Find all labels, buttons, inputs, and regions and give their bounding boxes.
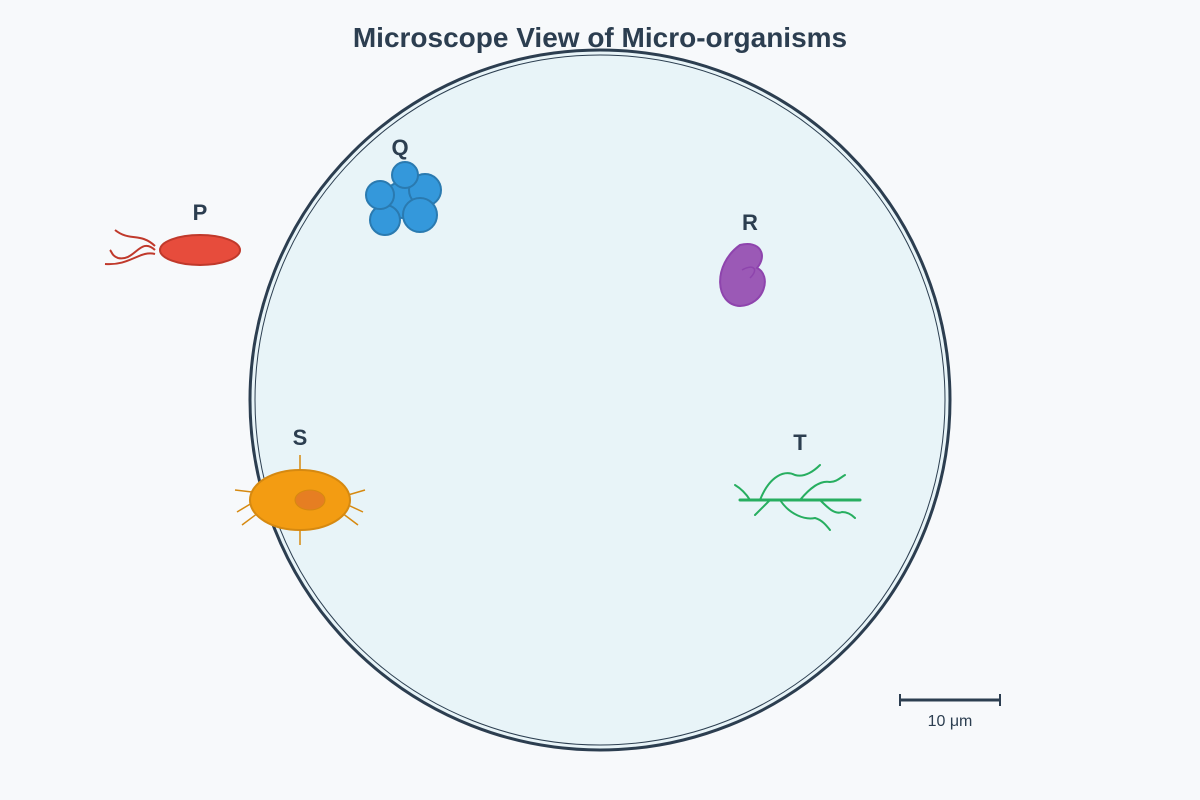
organism-r: R bbox=[719, 210, 766, 308]
flagellated-bacterium-icon bbox=[104, 229, 241, 266]
bean-shaped-cell-icon bbox=[719, 243, 766, 308]
organism-p: P bbox=[104, 200, 241, 266]
organism-label-p: P bbox=[193, 200, 208, 225]
organism-q: Q bbox=[365, 135, 442, 236]
branching-filament-icon bbox=[734, 464, 862, 531]
field-of-view bbox=[248, 48, 952, 752]
organism-s: S bbox=[234, 425, 366, 545]
scale-bar: 10 μm bbox=[899, 694, 1001, 730]
cocci-cluster-icon bbox=[365, 161, 442, 236]
organism-label-q: Q bbox=[391, 135, 408, 160]
organism-label-r: R bbox=[742, 210, 758, 235]
organism-t: T bbox=[734, 430, 862, 531]
spiky-cell-icon bbox=[234, 455, 366, 545]
organism-label-s: S bbox=[293, 425, 308, 450]
scale-bar-label: 10 μm bbox=[928, 713, 973, 730]
organism-label-t: T bbox=[793, 430, 807, 455]
